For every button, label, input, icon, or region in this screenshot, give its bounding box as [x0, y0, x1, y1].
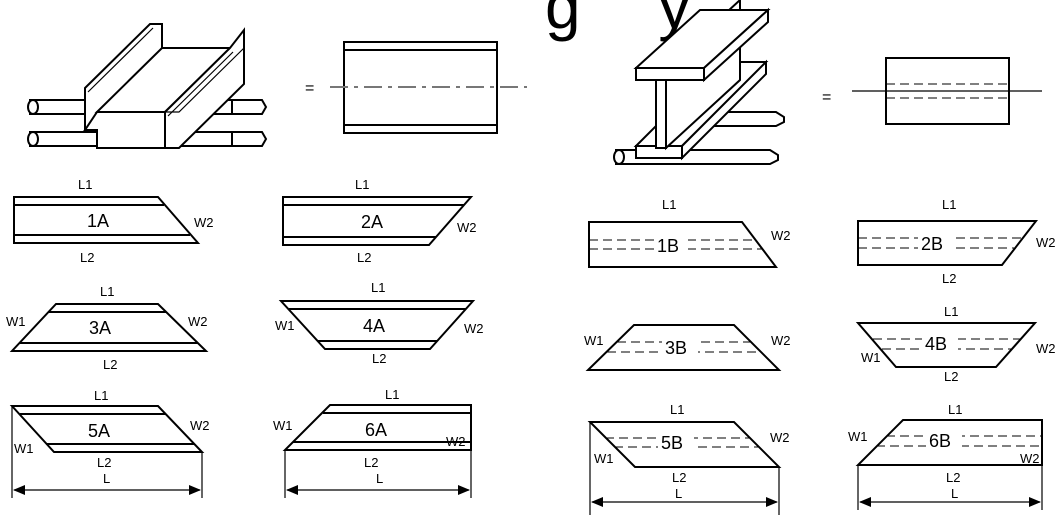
label-top: L1	[355, 177, 369, 192]
label-top: L1	[944, 304, 958, 319]
shape-code: 3B	[665, 338, 687, 358]
label-top: L1	[371, 280, 385, 295]
shape-code: 2A	[361, 212, 383, 232]
channel-isometric-illustration	[27, 23, 268, 149]
label-right: W2	[771, 333, 791, 348]
label-overall: L	[103, 471, 110, 486]
shape-2a: 2A L1 L2 W2	[282, 177, 477, 265]
ibeam-top-view	[852, 57, 1042, 125]
label-right: W2	[457, 220, 477, 235]
shape-6b: 6B L1 L2 W1 W2 L	[848, 402, 1043, 510]
label-top: L1	[670, 402, 684, 417]
label-right: W2	[188, 314, 208, 329]
label-bottom: L2	[946, 470, 960, 485]
label-bottom: L2	[372, 351, 386, 366]
shape-1a: 1A L1 L2 W2	[13, 177, 214, 265]
label-left: W1	[273, 418, 293, 433]
shape-code: 1B	[657, 236, 679, 256]
shape-code: 6A	[365, 420, 387, 440]
label-top: L1	[78, 177, 92, 192]
label-bottom: L2	[672, 470, 686, 485]
shape-code: 5B	[661, 433, 683, 453]
equals-sign-b: =	[822, 89, 831, 106]
label-overall: L	[376, 471, 383, 486]
label-left: W1	[584, 333, 604, 348]
label-left: W1	[14, 441, 34, 456]
label-top: L1	[94, 388, 108, 403]
shape-code: 5A	[88, 421, 110, 441]
shape-5b: 5B L1 L2 W1 W2 L	[587, 402, 790, 515]
label-bottom: L2	[103, 357, 117, 372]
label-bottom: L2	[944, 369, 958, 384]
label-right: W2	[1036, 341, 1056, 356]
shape-6a: 6A L1 L2 W1 W2 L	[273, 387, 472, 498]
label-right: W2	[1036, 235, 1056, 250]
shape-4a: 4A L1 L2 W1 W2	[275, 280, 484, 366]
label-left: W1	[594, 451, 614, 466]
label-bottom: L2	[942, 271, 956, 286]
label-bottom: L2	[357, 250, 371, 265]
label-left: W1	[275, 318, 295, 333]
label-right: W2	[190, 418, 210, 433]
ibeam-isometric-illustration	[613, 0, 785, 165]
equals-sign-a: =	[305, 80, 314, 97]
shape-code: 3A	[89, 318, 111, 338]
label-left: W1	[861, 350, 881, 365]
shape-code: 4B	[925, 334, 947, 354]
shape-4b: 4B L1 L2 W1 W2	[855, 304, 1056, 384]
shape-3a: 3A L1 L2 W1 W2	[6, 284, 209, 372]
label-top: L1	[942, 197, 956, 212]
shape-code: 6B	[929, 431, 951, 451]
label-top: L1	[662, 197, 676, 212]
label-bottom: L2	[364, 455, 378, 470]
label-right: W2	[446, 434, 466, 449]
label-overall: L	[951, 486, 958, 501]
label-right: W2	[771, 228, 791, 243]
label-top: L1	[100, 284, 114, 299]
label-bottom: L2	[80, 250, 94, 265]
label-right: W2	[1020, 451, 1040, 466]
shape-3b: 3B W1 W2	[584, 324, 791, 371]
label-right: W2	[464, 321, 484, 336]
shape-2b: 2B L1 L2 W2	[857, 197, 1056, 286]
label-top: L1	[948, 402, 962, 417]
label-overall: L	[675, 486, 682, 501]
shape-1b: 1B L1 W2	[588, 197, 791, 268]
channel-top-view	[330, 41, 527, 134]
label-left: W1	[848, 429, 868, 444]
shape-code: 1A	[87, 211, 109, 231]
shape-code: 2B	[921, 234, 943, 254]
label-right: W2	[770, 430, 790, 445]
label-right: W2	[194, 215, 214, 230]
label-left: W1	[6, 314, 26, 329]
shape-5a: 5A L1 L2 W1 W2 L	[9, 388, 210, 498]
label-bottom: L2	[97, 455, 111, 470]
label-top: L1	[385, 387, 399, 402]
shape-code: 4A	[363, 316, 385, 336]
cropped-title: g y	[545, 0, 720, 42]
